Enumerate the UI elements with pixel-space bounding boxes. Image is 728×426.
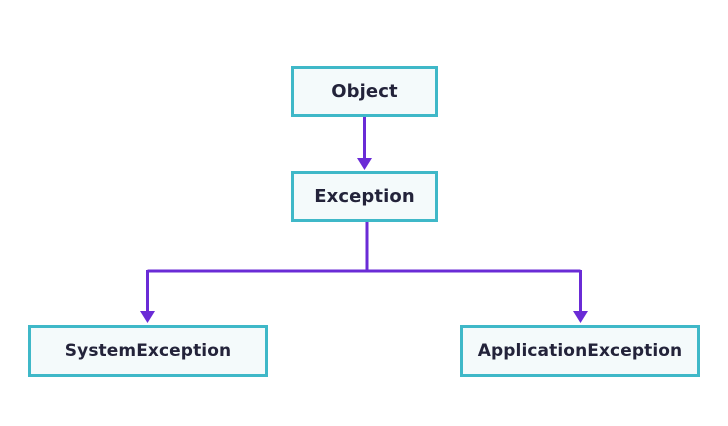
node-exception-label: Exception [314, 186, 415, 207]
node-object: Object [291, 66, 438, 117]
arrowhead-exception-application [573, 311, 588, 323]
arrowhead-object-exception [357, 158, 372, 170]
node-application-exception: ApplicationException [460, 325, 700, 377]
node-exception: Exception [291, 171, 438, 222]
node-system-exception-label: SystemException [64, 341, 232, 361]
node-system-exception: SystemException [28, 325, 268, 377]
node-application-exception-label: ApplicationException [477, 341, 683, 361]
arrowhead-exception-system [140, 311, 155, 323]
node-object-label: Object [331, 81, 398, 102]
